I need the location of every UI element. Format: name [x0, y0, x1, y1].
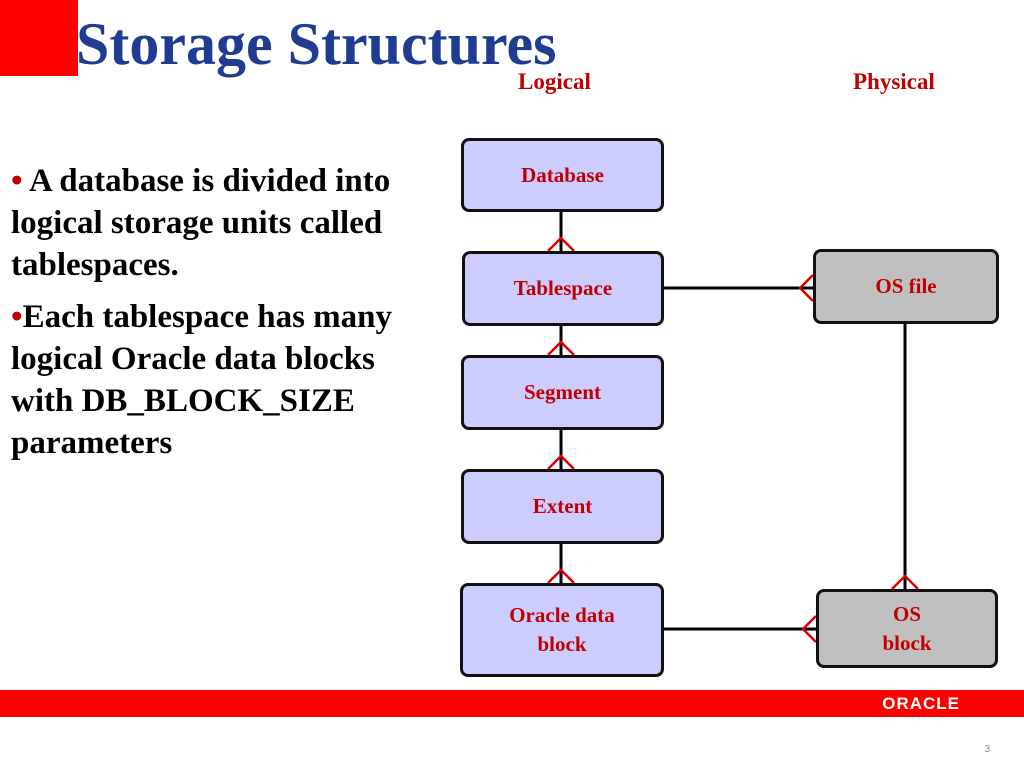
logical-column-label: Logical [518, 69, 591, 94]
database-box: Database [461, 138, 664, 212]
box-label: Extent [532, 494, 593, 518]
crows-foot-connector-icon [547, 568, 575, 584]
crows-foot-connector-icon [801, 615, 817, 643]
crows-foot-connector-icon [798, 274, 814, 302]
crows-foot-connector-icon [891, 574, 919, 590]
segment-box: Segment [461, 355, 664, 430]
bullet-marker: • [11, 163, 23, 199]
oracle-data-block-box: Oracle data block [460, 583, 664, 677]
box-label: OS file [875, 274, 937, 298]
bullet-item: • A database is divided into logical sto… [11, 160, 411, 286]
crows-foot-connector-icon [547, 236, 575, 252]
bullet-list: • A database is divided into logical sto… [11, 160, 411, 474]
oracle-logo: ORACLE [882, 694, 960, 713]
crows-foot-connector-icon [547, 454, 575, 470]
box-label-line: OS [892, 601, 921, 626]
bullet-text: Each tablespace has many logical Oracle … [11, 299, 393, 461]
box-label: Tablespace [513, 276, 613, 300]
page-number: 3 [984, 744, 990, 755]
os-block-box: OS block [816, 589, 998, 668]
extent-box: Extent [461, 469, 664, 544]
bullet-text: A database is divided into logical stora… [11, 163, 391, 283]
footer-bar [0, 690, 1024, 717]
box-label: Database [521, 162, 604, 187]
box-label-line: block [537, 632, 587, 656]
box-label: Segment [524, 380, 601, 404]
crows-foot-connector-icon [547, 340, 575, 356]
physical-column-label: Physical [853, 69, 935, 94]
bullet-marker: • [11, 299, 23, 335]
tablespace-box: Tablespace [462, 251, 664, 326]
bullet-item: •Each tablespace has many logical Oracle… [11, 296, 411, 464]
red-corner-block [0, 0, 78, 76]
box-label-line: Oracle data [509, 603, 615, 627]
slide-title: Storage Structures [76, 11, 557, 77]
os-file-box: OS file [813, 249, 999, 324]
box-label-line: block [882, 630, 932, 655]
